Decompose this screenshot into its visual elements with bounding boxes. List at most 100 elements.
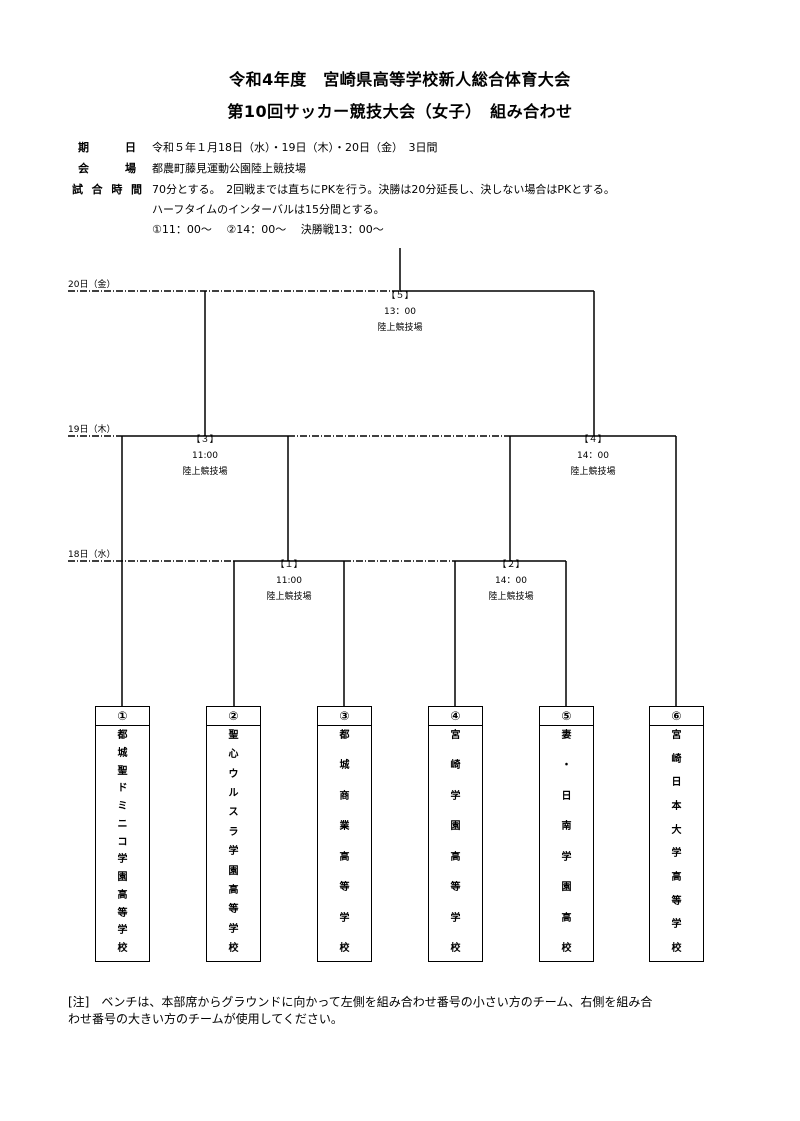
team-name-char: 聖 — [228, 730, 239, 741]
team-name-char: 学 — [450, 790, 461, 802]
date-label: 期 日 — [78, 141, 136, 154]
match-3-info: 【３】 11:00 陸上競技場 — [160, 432, 250, 480]
team-name-char: ス — [228, 807, 239, 819]
team-name-char: 校 — [117, 943, 128, 954]
team-name-char: 高 — [339, 851, 350, 863]
team-name-char: 校 — [561, 942, 572, 954]
team-name: 都城聖ドミニコ学園高等学校 — [96, 726, 149, 961]
match-time: 14：00 — [577, 451, 609, 461]
note-line: わせ番号の大きい方のチームが使用してください。 — [68, 1012, 343, 1026]
match-venue: 陸上競技場 — [488, 592, 534, 602]
team-box-3: ③ 都城商業高等学校 — [317, 706, 372, 962]
team-number: ④ — [429, 707, 482, 726]
team-name: 宮崎学園高等学校 — [429, 726, 482, 961]
team-box-4: ④ 宮崎学園高等学校 — [428, 706, 483, 962]
team-box-5: ⑤ 妻・日南学園高校 — [539, 706, 594, 962]
match-time: 14：00 — [495, 576, 527, 586]
match-5-info: 【５】 13：00 陸上競技場 — [355, 288, 445, 336]
team-name-char: 聖 — [117, 765, 128, 777]
match-time-label: 試合時間 — [72, 183, 142, 196]
team-name-char: 高 — [561, 912, 572, 924]
team-name-char: 校 — [228, 942, 239, 954]
team-name-char: 高 — [450, 851, 461, 863]
team-name-char: 都 — [339, 730, 350, 741]
team-name-char: 日 — [561, 790, 572, 802]
team-name-char: 妻 — [561, 730, 572, 741]
team-name-char: 園 — [561, 882, 572, 894]
team-name-char: 学 — [228, 846, 239, 858]
team-name-char: 日 — [671, 777, 682, 789]
team-name-char: 城 — [117, 747, 128, 759]
team-name-char: 城 — [339, 760, 350, 772]
team-name-char: ・ — [561, 760, 572, 772]
match-time: 11:00 — [276, 576, 302, 586]
team-number: ① — [96, 707, 149, 726]
team-number: ② — [207, 707, 260, 726]
team-name-char: 等 — [339, 882, 350, 894]
team-name-char: コ — [117, 836, 128, 848]
team-name-char: 宮 — [450, 730, 461, 741]
match-number: 【５】 — [386, 291, 414, 301]
page-title: 令和4年度 宮崎県高等学校新人総合体育大会 — [229, 70, 571, 89]
team-name-char: 学 — [117, 925, 128, 937]
match-venue: 陸上競技場 — [570, 467, 616, 477]
match-number: 【４】 — [579, 435, 607, 445]
team-name-char: 本 — [671, 800, 682, 812]
team-name-char: 学 — [339, 912, 350, 924]
team-name-char: 宮 — [671, 730, 682, 741]
venue-label: 会 場 — [78, 162, 136, 175]
team-name-char: ウ — [228, 768, 239, 780]
team-name-char: 大 — [671, 824, 682, 836]
match-time: 13：00 — [384, 307, 416, 317]
match-venue: 陸上競技場 — [266, 592, 312, 602]
match-number: 【２】 — [497, 560, 525, 570]
team-name-char: 学 — [450, 912, 461, 924]
match-4-info: 【４】 14：00 陸上競技場 — [548, 432, 638, 480]
match-venue: 陸上競技場 — [377, 323, 423, 333]
match-2-info: 【２】 14：00 陸上競技場 — [466, 557, 556, 605]
team-name-char: 等 — [671, 895, 682, 907]
team-name-char: ル — [228, 788, 239, 800]
team-name-char: 崎 — [671, 753, 682, 765]
team-name-char: 等 — [228, 904, 239, 916]
team-name-char: 学 — [561, 851, 572, 863]
team-name-char: 等 — [450, 882, 461, 894]
team-box-1: ① 都城聖ドミニコ学園高等学校 — [95, 706, 150, 962]
match-venue: 陸上競技場 — [182, 467, 228, 477]
team-number: ③ — [318, 707, 371, 726]
day1-label: 18日（水） — [68, 550, 116, 560]
team-name-char: 高 — [228, 884, 239, 896]
match-time-rule: 70分とする。 2回戦までは直ちにPKを行う。決勝は20分延長し、決しない場合は… — [152, 183, 615, 196]
team-name-char: 校 — [671, 942, 682, 954]
team-name-char: 高 — [117, 889, 128, 901]
team-name-char: 心 — [228, 749, 239, 761]
bench-note: [注] ベンチは、本部席からグラウンドに向かって左側を組み合わせ番号の小さい方の… — [68, 994, 708, 1028]
team-name-char: 学 — [228, 923, 239, 935]
team-name-char: 園 — [117, 872, 128, 883]
team-name-char: ラ — [228, 826, 239, 838]
match-time: 11:00 — [192, 451, 218, 461]
team-name-char: ド — [117, 783, 128, 795]
team-name: 宮崎日本大学高等学校 — [650, 726, 703, 961]
match-number: 【３】 — [191, 435, 219, 445]
team-name-char: 校 — [339, 942, 350, 954]
team-name-char: 商 — [339, 790, 350, 802]
venue-value: 都農町藤見運動公園陸上競技場 — [152, 162, 306, 175]
team-name-char: 都 — [117, 730, 128, 741]
team-box-2: ② 聖心ウルスラ学園高等学校 — [206, 706, 261, 962]
kickoff-times: ①11：00～ ②14：00～ 決勝戦13：00～ — [152, 223, 384, 236]
team-name: 聖心ウルスラ学園高等学校 — [207, 726, 260, 961]
team-name-char: 学 — [671, 919, 682, 931]
team-name: 妻・日南学園高校 — [540, 726, 593, 961]
team-name-char: 校 — [450, 942, 461, 954]
team-name-char: 学 — [671, 848, 682, 860]
team-name-char: 崎 — [450, 760, 461, 772]
team-name: 都城商業高等学校 — [318, 726, 371, 961]
page-subtitle: 第10回サッカー競技大会（女子） 組み合わせ — [227, 102, 573, 121]
team-name-char: 園 — [450, 821, 461, 833]
note-line: [注] ベンチは、本部席からグラウンドに向かって左側を組み合わせ番号の小さい方の… — [68, 995, 653, 1009]
team-name-char: 園 — [228, 865, 239, 877]
team-name-char: 業 — [339, 821, 350, 833]
team-name-char: 高 — [671, 871, 682, 883]
